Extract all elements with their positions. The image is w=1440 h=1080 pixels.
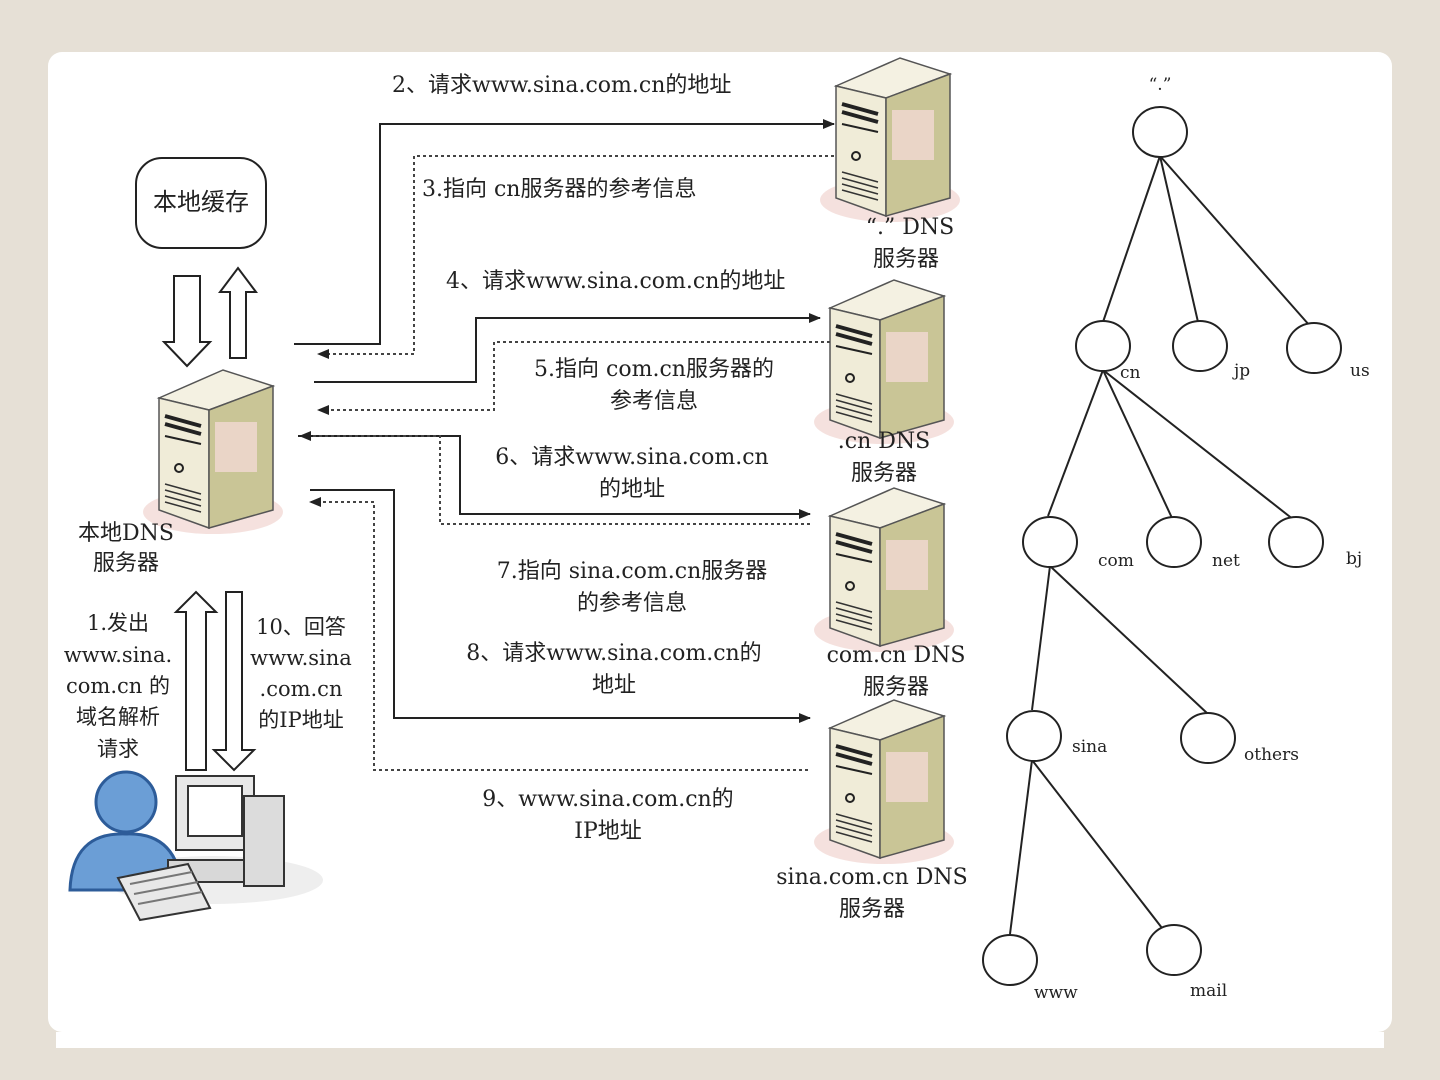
user-computer-icon (68, 770, 323, 922)
tree-node-root (1132, 106, 1188, 158)
local-cache-label: 本地缓存 (153, 188, 249, 216)
sinacomcn-dns-server-icon (812, 698, 956, 866)
tree-node-net (1146, 516, 1202, 568)
step7-label-1: 7.指向 sina.com.cn服务器 (497, 559, 768, 584)
step6-label-2: 的地址 (599, 477, 665, 502)
step4-label: 4、请求www.sina.com.cn的地址 (446, 269, 785, 294)
tree-labels: “.” cn jp us com net bj sina others www … (1034, 75, 1370, 1003)
tree-label-others: others (1244, 745, 1299, 765)
root-server-label-2: 服务器 (873, 247, 939, 272)
tree-node-us (1286, 322, 1342, 374)
svg-text:10、回答: 10、回答 (256, 615, 346, 639)
tree-node-cn (1075, 320, 1131, 372)
tree-node-jp (1172, 320, 1228, 372)
local-dns-label-1: 本地DNS (78, 521, 174, 546)
tree-label-com: com (1098, 551, 1134, 571)
step8-label-1: 8、请求www.sina.com.cn的 (466, 641, 761, 666)
svg-text:域名解析: 域名解析 (76, 705, 160, 729)
local-dns-label-2: 服务器 (93, 551, 159, 576)
cache-down-arrow (161, 275, 213, 368)
sina-server-label-1: sina.com.cn DNS (776, 865, 967, 890)
cn-dns-server-icon (812, 278, 956, 446)
svg-text:www.sina: www.sina (250, 646, 352, 670)
svg-text:com.cn 的: com.cn 的 (66, 674, 170, 698)
local-dns-server-icon (141, 368, 285, 536)
step8-arrow (310, 489, 811, 723)
tree-label-root: “.” (1149, 75, 1172, 95)
svg-text:请求: 请求 (97, 737, 139, 761)
step9-label-1: 9、www.sina.com.cn的 (482, 787, 733, 812)
comcn-server-label-1: com.cn DNS (827, 643, 966, 668)
tree-label-us: us (1350, 361, 1370, 381)
canvas-bottom-strip (56, 1032, 1384, 1048)
tree-node-bj (1268, 516, 1324, 568)
tree-label-bj: bj (1346, 549, 1362, 569)
tree-label-mail: mail (1190, 981, 1227, 1001)
step3-arrow (317, 155, 834, 359)
step3-label: 3.指向 cn服务器的参考信息 (422, 177, 696, 202)
tree-node-com (1022, 516, 1078, 568)
tree-label-www: www (1034, 983, 1078, 1003)
step5-arrow (317, 341, 830, 415)
client-answer-arrow (211, 591, 257, 772)
cache-up-arrow (218, 266, 258, 359)
step5-label-1: 5.指向 com.cn服务器的 (534, 357, 774, 382)
svg-text:www.sina.: www.sina. (64, 643, 172, 667)
svg-text:.com.cn: .com.cn (260, 677, 343, 701)
step7-arrow (299, 431, 810, 525)
tree-nodes (982, 106, 1342, 986)
comcn-dns-server-icon (812, 486, 956, 654)
step8-label-2: 地址 (592, 673, 636, 698)
root-server-label-1: “.” DNS (866, 215, 954, 240)
sina-server-label-2: 服务器 (839, 897, 905, 922)
tree-node-www (982, 934, 1038, 986)
tree-label-cn: cn (1120, 363, 1141, 383)
local-cache-box (135, 157, 267, 249)
comcn-server-label-2: 服务器 (863, 675, 929, 700)
svg-text:的IP地址: 的IP地址 (258, 708, 343, 732)
step2-arrow (294, 119, 835, 345)
step6-label-1: 6、请求www.sina.com.cn (495, 445, 768, 470)
tree-node-others (1180, 712, 1236, 764)
tree-node-sina (1006, 710, 1062, 762)
cn-server-label-2: 服务器 (851, 461, 917, 486)
step9-label-2: IP地址 (574, 819, 642, 844)
step9-arrow (309, 497, 808, 771)
step7-label-2: 的参考信息 (577, 591, 687, 616)
domain-tree (1009, 155, 1311, 935)
step2-label: 2、请求www.sina.com.cn的地址 (392, 73, 731, 98)
step5-label-2: 参考信息 (610, 389, 698, 414)
dns-resolution-diagram: 本地缓存 本地DNS 服务器 1.发出 www.sina. com.cn 的 域… (64, 56, 1370, 1003)
client-request-text: 1.发出 www.sina. com.cn 的 域名解析 请求 (64, 611, 172, 761)
tree-label-net: net (1212, 551, 1240, 571)
tree-node-mail (1146, 924, 1202, 976)
step4-arrow (314, 313, 821, 383)
diagram-canvas: 本地缓存 本地DNS 服务器 1.发出 www.sina. com.cn 的 域… (48, 52, 1392, 1032)
svg-text:1.发出: 1.发出 (87, 611, 149, 635)
tree-label-sina: sina (1072, 737, 1107, 757)
tree-label-jp: jp (1232, 361, 1250, 381)
client-answer-text: 10、回答 www.sina .com.cn 的IP地址 (250, 615, 352, 732)
cn-server-label-1: .cn DNS (838, 429, 930, 454)
root-dns-server-icon (818, 56, 962, 224)
client-request-arrow (173, 590, 219, 771)
